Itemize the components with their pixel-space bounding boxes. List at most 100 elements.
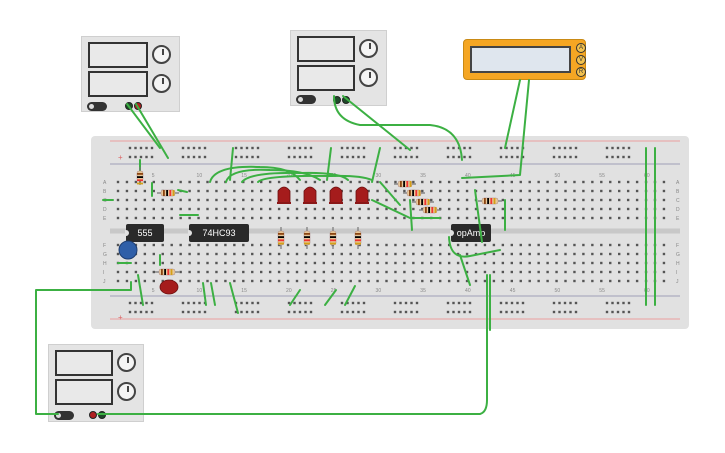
wire-psu1-negative[interactable]: [126, 103, 161, 149]
resistor-band: [409, 181, 412, 187]
column-number: 55: [599, 288, 605, 294]
power-supply-2[interactable]: [290, 30, 387, 106]
psu-3-current-knob[interactable]: [117, 382, 136, 401]
psu-1-power-switch[interactable]: [87, 102, 107, 111]
resistor-r6[interactable]: [329, 227, 337, 249]
wire-bottom-3[interactable]: [229, 282, 239, 314]
led-indicator[interactable]: [159, 279, 179, 295]
multimeter-ohmmeter-button[interactable]: R: [576, 67, 586, 77]
wire-to-opamp-1[interactable]: [371, 199, 441, 219]
led-base: [329, 202, 343, 204]
wire-opamp-feedback[interactable]: [448, 236, 501, 258]
resistor-band: [304, 233, 310, 235]
wire-to-opamp-2[interactable]: [379, 181, 401, 206]
column-number: 10: [197, 288, 203, 294]
row-label: I: [676, 270, 677, 276]
capacitor[interactable]: [118, 240, 138, 260]
column-number: 45: [510, 288, 516, 294]
wire-resistor-link[interactable]: [409, 199, 413, 231]
chip-555-timer[interactable]: 555: [125, 224, 164, 242]
led-body: [329, 186, 343, 204]
chip-74hc93-counter[interactable]: 74HC93: [188, 224, 249, 242]
wire-psu2-positive[interactable]: [342, 95, 411, 151]
resistor-band: [167, 269, 170, 275]
resistor-band: [484, 198, 486, 204]
row-label: E: [103, 216, 107, 222]
wire-psu2-negative[interactable]: [333, 95, 463, 161]
resistor-band: [355, 242, 361, 245]
wire-psu3-return[interactable]: [97, 274, 488, 415]
wire-bottom-4[interactable]: [289, 289, 301, 306]
psu-2-power-switch[interactable]: [296, 95, 316, 104]
column-number: 50: [555, 288, 561, 294]
resistor-r1[interactable]: [136, 167, 144, 185]
wire-bottom-left[interactable]: [137, 274, 144, 306]
psu-3-voltage-knob[interactable]: [117, 353, 136, 372]
led-1[interactable]: [277, 186, 291, 204]
resistor-band: [421, 199, 423, 205]
resistor-band: [428, 207, 430, 213]
resistor-band: [412, 190, 414, 196]
psu-2-current-knob[interactable]: [359, 68, 378, 87]
chip-74hc93-label: 74HC93: [202, 228, 236, 238]
psu-2-current-display: [297, 65, 355, 91]
resistor-band: [278, 233, 284, 235]
multimeter-ammeter-button[interactable]: A: [576, 43, 586, 53]
led-base: [303, 202, 317, 204]
power-supply-1[interactable]: [81, 36, 180, 112]
resistor-r10[interactable]: [412, 198, 434, 206]
resistor-r7[interactable]: [354, 227, 362, 249]
wire-bottom-6[interactable]: [344, 285, 356, 306]
wire-psu1-positive[interactable]: [135, 103, 169, 159]
column-number: 10: [197, 173, 203, 179]
wire-short-2[interactable]: [177, 189, 188, 193]
resistor-r9[interactable]: [403, 189, 425, 197]
resistor-band: [304, 239, 310, 242]
wire-top-vertical-2[interactable]: [326, 147, 332, 181]
resistor-band: [425, 207, 427, 213]
led-4[interactable]: [355, 186, 369, 204]
wire-psu3-loop[interactable]: [35, 281, 132, 415]
wire-top-vertical-1[interactable]: [229, 147, 234, 181]
row-label: G: [676, 252, 680, 258]
resistor-r2[interactable]: [157, 189, 179, 197]
wire-bottom-5[interactable]: [324, 289, 337, 306]
resistor-band: [355, 239, 361, 242]
hole-grid: [116, 146, 666, 314]
resistor-band: [415, 190, 418, 196]
wire-counter-output-4[interactable]: [257, 174, 373, 183]
wire-top-vertical-3[interactable]: [371, 147, 381, 183]
column-number: 50: [555, 173, 561, 179]
wire-meter-probe[interactable]: [461, 79, 530, 179]
resistor-band: [278, 236, 284, 238]
wire-opamp-out[interactable]: [459, 254, 471, 286]
psu-3-positive-terminal[interactable]: [89, 411, 97, 419]
wire-meter-com[interactable]: [504, 79, 521, 149]
resistor-r4[interactable]: [277, 227, 285, 249]
column-number: 25: [331, 288, 337, 294]
resistor-band: [355, 236, 361, 238]
led-base: [355, 202, 369, 204]
wire-opamp-input[interactable]: [474, 189, 483, 243]
resistor-r3[interactable]: [155, 268, 179, 276]
resistor-r11[interactable]: [419, 206, 441, 214]
psu-1-current-knob[interactable]: [152, 74, 171, 93]
wire-bottom-2[interactable]: [210, 282, 216, 306]
resistor-r12[interactable]: [478, 197, 502, 205]
psu-2-voltage-knob[interactable]: [359, 39, 378, 58]
resistor-r5[interactable]: [303, 227, 311, 249]
multimeter-voltmeter-button[interactable]: V: [576, 55, 586, 65]
row-label: H: [103, 261, 107, 267]
resistor-r8[interactable]: [394, 180, 416, 188]
psu-1-voltage-knob[interactable]: [152, 45, 171, 64]
resistor-band: [172, 190, 175, 196]
wire-bottom-1[interactable]: [202, 282, 207, 306]
led-3[interactable]: [329, 186, 343, 204]
column-number: 55: [599, 173, 605, 179]
multimeter[interactable]: A V R: [463, 39, 586, 80]
resistor-band: [487, 198, 489, 204]
psu-3-power-switch[interactable]: [54, 411, 74, 420]
led-2[interactable]: [303, 186, 317, 204]
power-supply-3[interactable]: [48, 344, 144, 422]
